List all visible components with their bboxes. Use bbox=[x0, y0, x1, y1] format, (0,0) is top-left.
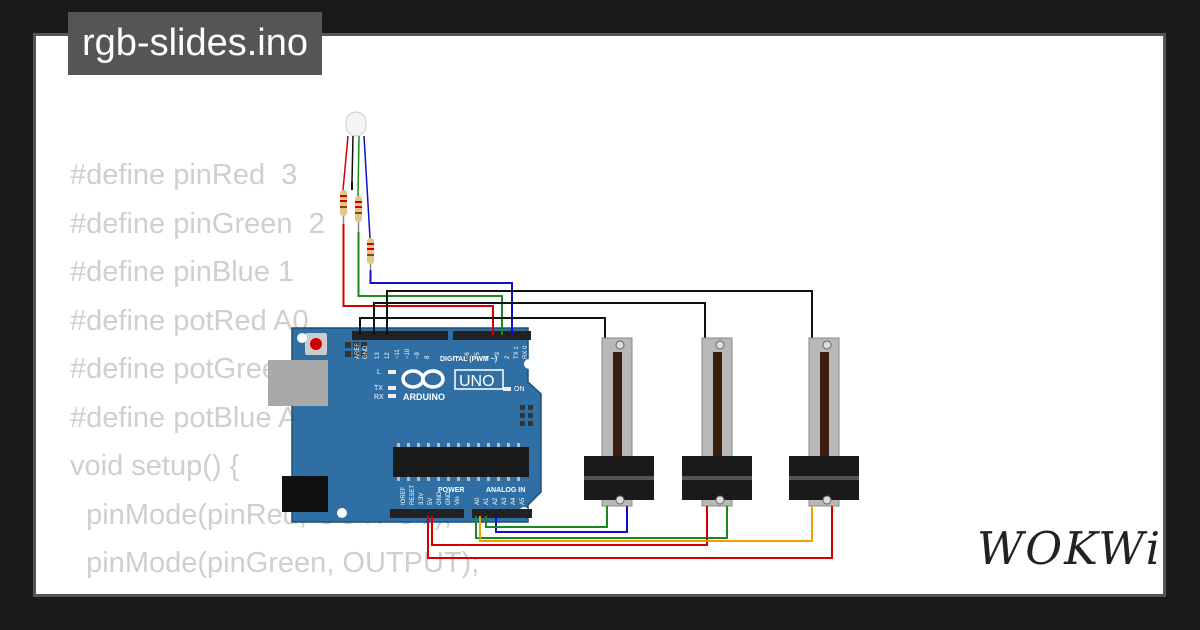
on-led-label: ON bbox=[514, 386, 525, 393]
wokwi-logo: WOKWi bbox=[977, 522, 1163, 575]
pin-label: GND bbox=[446, 491, 452, 505]
pin-label: ~5 bbox=[475, 351, 481, 359]
pin-label: A5 bbox=[520, 497, 526, 505]
digital-label: DIGITAL (PWM ~) bbox=[440, 356, 497, 363]
pin-label: 3.3V bbox=[419, 493, 425, 505]
atmega-chip bbox=[393, 447, 529, 477]
code-line: #define pinRed 3 bbox=[70, 159, 298, 191]
pin-label: ~10 bbox=[405, 348, 411, 359]
code-line: #define pinGreen 2 bbox=[70, 207, 325, 240]
pin-label: 8 bbox=[425, 355, 431, 359]
code-line: #define potBlue A2 bbox=[70, 401, 314, 434]
pin-label: A4 bbox=[511, 497, 517, 505]
analog-label: ANALOG IN bbox=[486, 487, 525, 494]
resistor-red[interactable] bbox=[340, 190, 347, 224]
sketch-title: rgb-slides.ino bbox=[68, 12, 322, 75]
pin-label: 4 bbox=[485, 355, 491, 359]
analog-header bbox=[472, 509, 532, 518]
power-label: POWER bbox=[438, 487, 464, 494]
arduino-board[interactable]: L TX RX ON DIGITAL (PWM ~) UNO ARDUINO P… bbox=[268, 327, 542, 523]
pin-label: AREF bbox=[355, 343, 361, 359]
pin-label: 12 bbox=[385, 352, 391, 359]
power-header bbox=[390, 509, 464, 518]
pin-label: A0 bbox=[475, 497, 481, 505]
slide-pot-red[interactable] bbox=[584, 337, 654, 507]
resistor-blue[interactable] bbox=[367, 238, 374, 270]
pin-label: ~9 bbox=[415, 351, 421, 359]
slide-pot-green[interactable] bbox=[682, 337, 752, 507]
pin-label: GND bbox=[437, 491, 443, 505]
pin-label: RESET bbox=[410, 485, 416, 505]
pin-label: A1 bbox=[484, 497, 490, 505]
power-jack bbox=[282, 476, 328, 512]
pin-label: ~3 bbox=[495, 351, 501, 359]
pin-label: RX 0 bbox=[523, 345, 529, 359]
usb-port bbox=[268, 360, 328, 406]
pot-wires bbox=[427, 506, 833, 559]
pin-label: 5V bbox=[428, 498, 434, 505]
digital-header-right bbox=[453, 331, 531, 340]
pin-label: TX 1 bbox=[514, 346, 520, 359]
pin-label: GND bbox=[363, 345, 369, 359]
pin-label: A3 bbox=[502, 497, 508, 505]
canvas-frame: #define pinRed 3 #define pinGreen 2 #defin… bbox=[33, 33, 1166, 597]
code-line: #define pinBlue 1 bbox=[70, 256, 295, 288]
led-wires bbox=[342, 182, 513, 335]
led-l-label: L bbox=[377, 369, 381, 376]
code-line: void setup() { bbox=[70, 450, 240, 482]
code-line: pinMode(pinGreen, OUTPUT); bbox=[70, 547, 480, 579]
resistor-green[interactable] bbox=[355, 196, 362, 232]
arduino-infinity-icon bbox=[401, 369, 445, 389]
code-background: #define pinRed 3 #define pinGreen 2 #defin… bbox=[70, 151, 479, 588]
pin-label: IOREF bbox=[401, 486, 407, 505]
pin-label: Vin bbox=[455, 496, 461, 505]
slide-pot-blue[interactable] bbox=[789, 337, 859, 507]
pin-label: 7 bbox=[455, 355, 461, 359]
ground-wires bbox=[359, 290, 813, 338]
pin-label: 2 bbox=[505, 355, 511, 359]
rgb-led[interactable] bbox=[342, 111, 371, 239]
pin-label: A2 bbox=[493, 497, 499, 505]
code-line: #define potRed A0 bbox=[70, 304, 309, 337]
led-tx-label: TX bbox=[374, 385, 383, 392]
pin-label: ~6 bbox=[465, 351, 471, 359]
pin-label: ~11 bbox=[395, 349, 401, 359]
pin-label: 13 bbox=[375, 352, 381, 359]
board-brand: ARDUINO bbox=[403, 392, 445, 402]
board-model: UNO bbox=[459, 373, 495, 390]
led-rx-label: RX bbox=[374, 394, 384, 401]
digital-header-left bbox=[352, 331, 448, 340]
